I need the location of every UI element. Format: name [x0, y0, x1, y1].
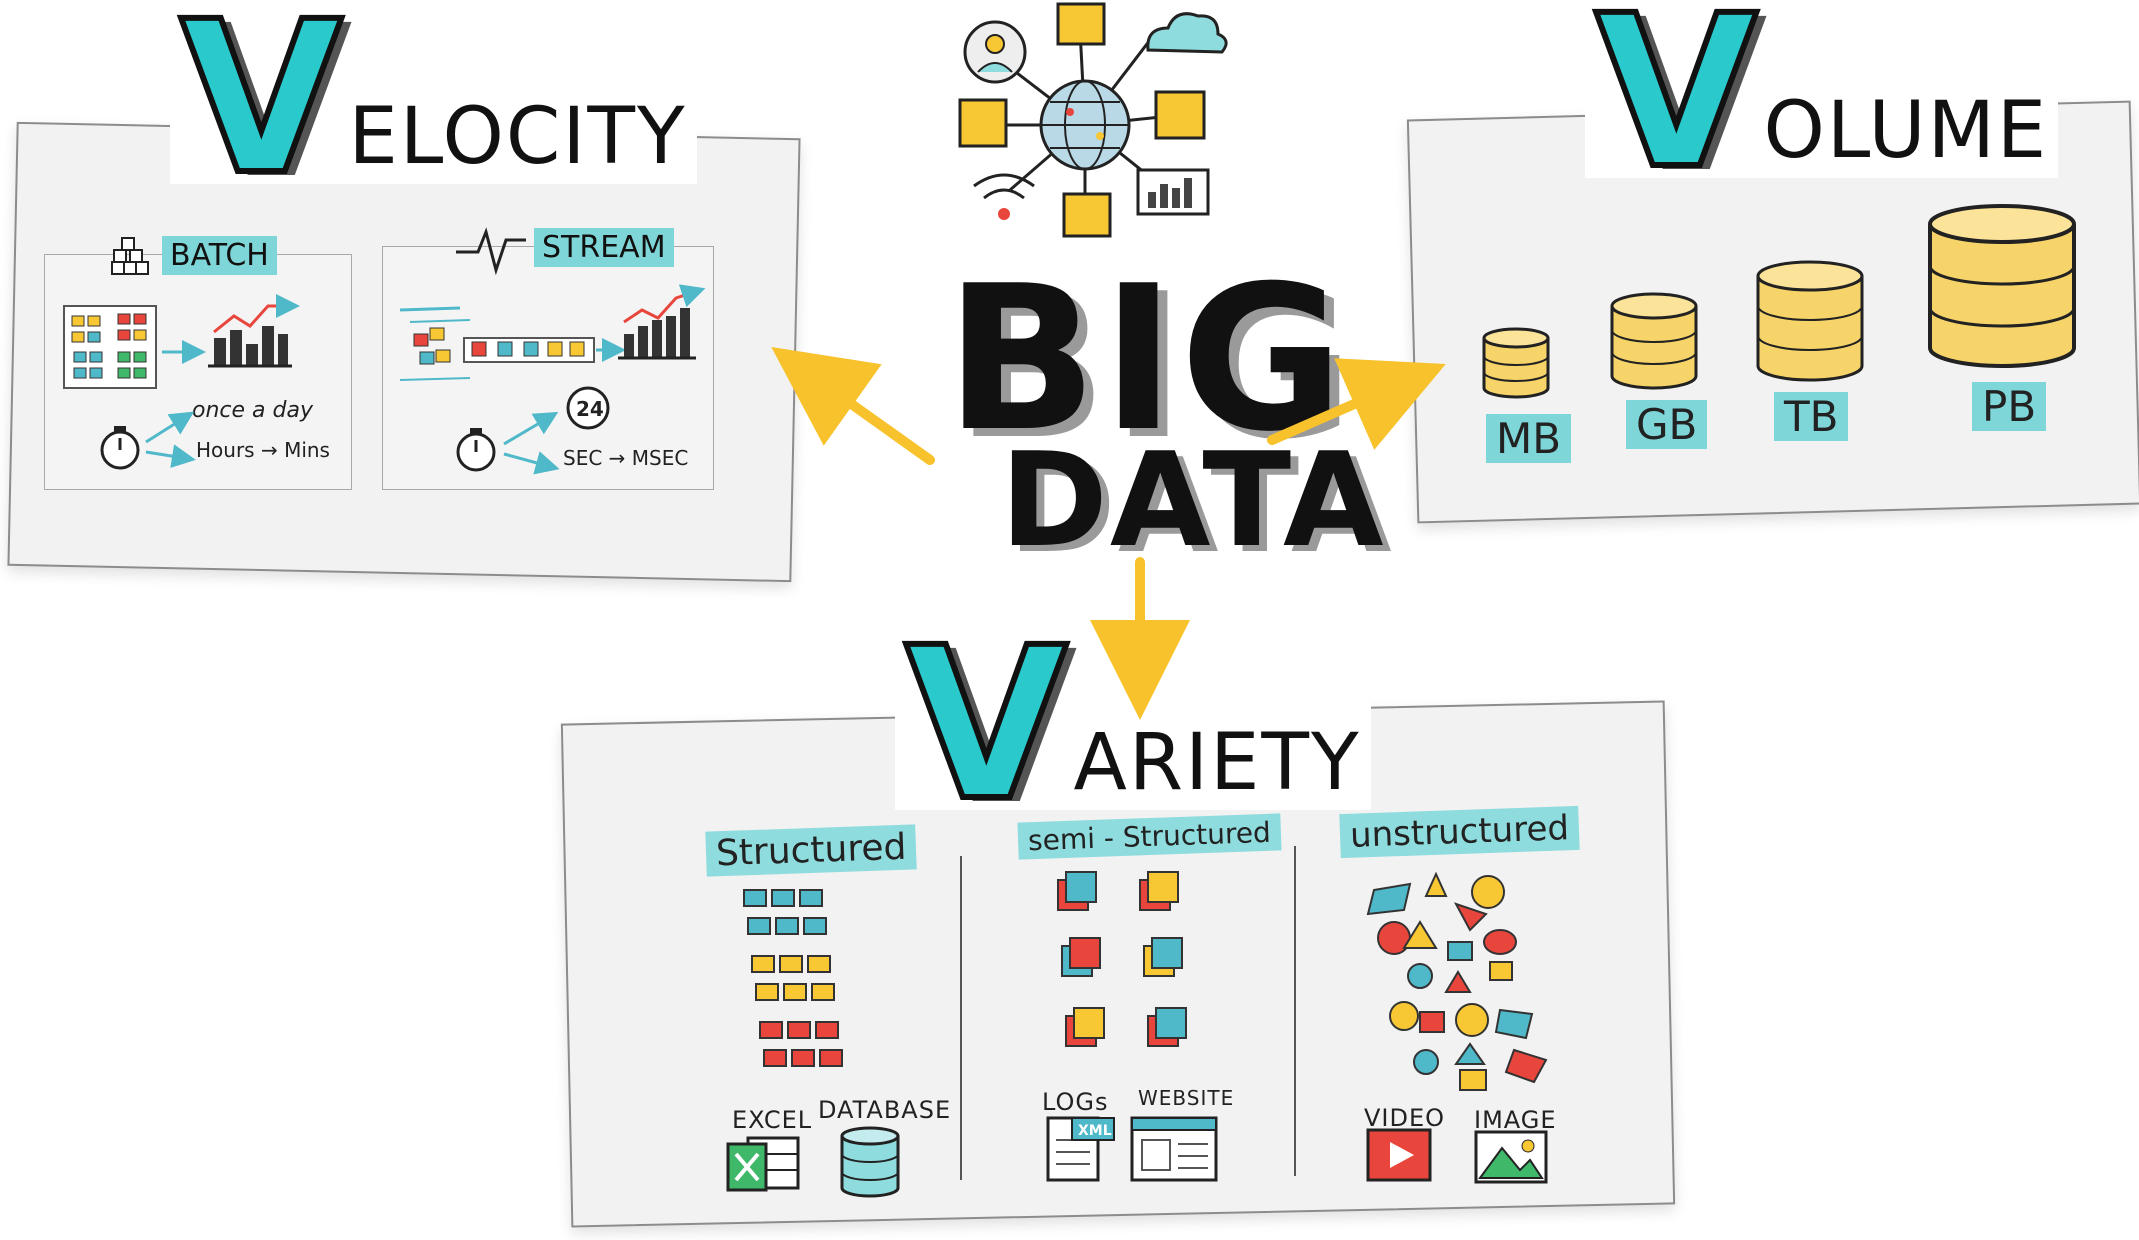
variety-divider-2 — [1294, 846, 1296, 1176]
variety-title: V ARIETY — [895, 602, 1371, 847]
stream-trend-chart — [618, 284, 706, 360]
excel-label: EXCEL — [732, 1106, 813, 1134]
globe-network-icon — [1039, 79, 1131, 171]
variety-unstructured-label: unstructured — [1339, 805, 1580, 859]
image-icon — [1474, 1130, 1548, 1184]
database-icon-gb — [1610, 292, 1698, 390]
semi-structured-pairs — [1057, 871, 1187, 1047]
database-icon-mb — [1482, 327, 1550, 399]
arrow-to-velocity — [771, 347, 935, 465]
wifi-icon — [973, 173, 1035, 220]
video-icon — [1366, 1128, 1432, 1182]
image-label: IMAGE — [1474, 1106, 1557, 1134]
data-title: DATA — [1000, 424, 1386, 576]
velocity-title-rest: ELOCITY — [348, 92, 687, 182]
database-label: DATABASE — [818, 1096, 952, 1124]
variety-title-v: V — [902, 602, 1071, 847]
stream-flow — [399, 306, 626, 381]
cubes-icon — [111, 237, 149, 275]
volume-unit-mb: MB — [1486, 414, 1572, 463]
website-icon — [1130, 1116, 1218, 1182]
stream-stopwatch-icon — [456, 386, 610, 475]
video-label: VIDEO — [1364, 1104, 1446, 1132]
volume-title-v: V — [1592, 0, 1761, 215]
batch-trend-chart — [208, 294, 300, 368]
xml-badge: XML — [1078, 1123, 1112, 1139]
batch-note-once-a-day: once a day — [192, 398, 313, 423]
batch-note-hours-mins: Hours → Mins — [196, 438, 330, 462]
bar-chart-icon — [1136, 168, 1210, 216]
stream-note-sec-msec: SEC → MSEC — [563, 446, 689, 470]
structured-blocks — [743, 889, 843, 1067]
network-illustration — [958, 2, 1228, 238]
stopwatch-icon — [100, 411, 196, 470]
volume-unit-tb: TB — [1774, 392, 1849, 441]
database-icon-structured — [840, 1126, 900, 1198]
velocity-title-v: V — [177, 0, 346, 221]
excel-icon — [726, 1136, 800, 1192]
variety-divider-1 — [960, 856, 962, 1180]
velocity-title: V ELOCITY — [170, 0, 697, 221]
volume-unit-gb: GB — [1626, 400, 1708, 449]
cloud-icon — [1146, 12, 1228, 54]
database-icon-tb — [1756, 260, 1864, 382]
database-icon-pb — [1928, 204, 2076, 368]
xml-log-icon — [1046, 1116, 1115, 1182]
stream-tag: STREAM — [534, 228, 674, 267]
doc-note-right — [1154, 90, 1206, 140]
logs-label: LOGs — [1042, 1088, 1109, 1116]
pulse-icon — [456, 227, 526, 276]
volume-unit-pb: PB — [1972, 382, 2047, 431]
website-label: WEBSITE — [1138, 1086, 1235, 1110]
user-icon — [963, 20, 1027, 84]
arrow-to-volume — [1267, 358, 1446, 450]
stream-24-badge: 24 — [576, 397, 604, 421]
batch-tag: BATCH — [162, 236, 277, 275]
variety-structured-label: Structured — [705, 824, 918, 877]
doc-note-left — [958, 98, 1008, 148]
unstructured-shapes — [1366, 871, 1548, 1091]
stream-box — [382, 246, 714, 490]
variety-title-rest: ARIETY — [1073, 718, 1361, 808]
volume-title: V OLUME — [1585, 0, 2059, 215]
doc-note-bottom — [1062, 192, 1112, 238]
batch-grid — [63, 305, 206, 389]
doc-note-top — [1056, 2, 1106, 46]
big-title: BIG — [945, 243, 1349, 476]
volume-title-rest: OLUME — [1763, 86, 2049, 176]
